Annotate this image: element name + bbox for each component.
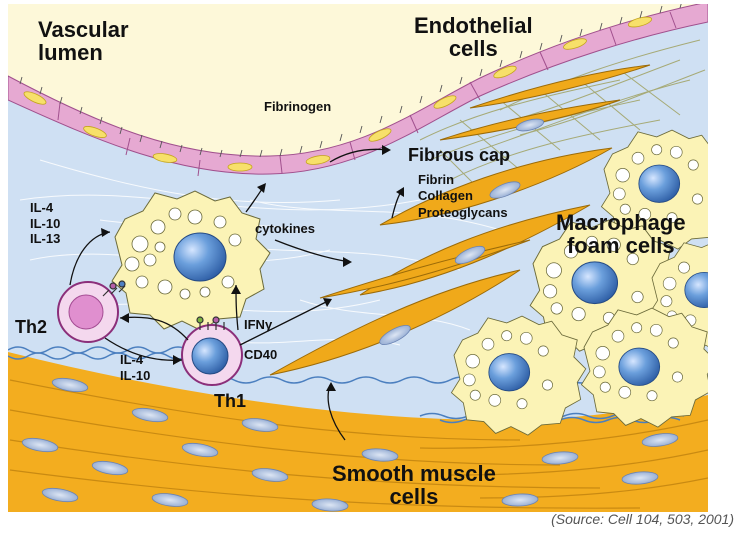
endothelial-cell-borders <box>57 11 677 177</box>
endothelial-microvilli <box>19 4 682 158</box>
media-smooth-muscle-layer <box>8 352 708 512</box>
foam-cell <box>580 307 708 428</box>
endothelial-nuclei <box>23 16 653 172</box>
cytokines-label: cytokines <box>255 221 315 236</box>
macrophage-foam-cells <box>111 129 708 436</box>
media-smooth-muscle-nuclei <box>21 377 679 512</box>
arrow-th1-to-smc <box>239 299 331 346</box>
th2-label: Th2 <box>15 317 48 337</box>
foam-cell <box>600 129 708 250</box>
th1-cell <box>181 324 243 386</box>
ifn-gamma-label: IFNγ <box>244 317 273 332</box>
fibrinogen-label: Fibrinogen <box>264 99 332 114</box>
foam-cell <box>450 315 587 436</box>
th1-label: Th1 <box>214 391 247 411</box>
intimal-smooth-muscle-nuclei <box>379 118 545 345</box>
th2-cell <box>57 281 119 343</box>
arrow-heads <box>101 145 404 391</box>
source-citation: (Source: Cell 104, 503, 2001) <box>551 511 734 527</box>
foam-cell <box>111 190 271 332</box>
th1-receptor-icon <box>196 316 225 330</box>
fibrous-cap-label: Fibrous cap <box>408 145 511 165</box>
th2-receptor-icon <box>102 280 126 297</box>
cd40-label: CD40 <box>244 347 278 362</box>
